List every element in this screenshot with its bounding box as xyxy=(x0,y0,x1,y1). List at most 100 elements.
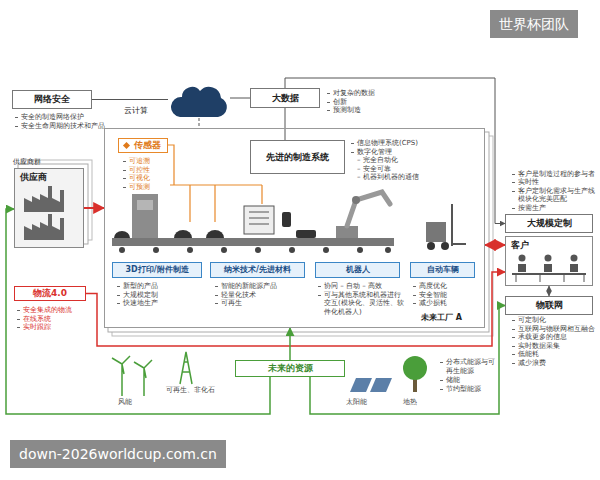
text-group: 信息物理系统(CPS)数字化管理– 完全自动化– 安全可靠– 机器到机器的通信 xyxy=(351,139,455,182)
bullet-text: 创新 xyxy=(327,98,399,107)
text-group: 未来工厂 A xyxy=(421,313,462,323)
factory-stack xyxy=(104,128,493,336)
bullet-text: 快速地生产 xyxy=(117,299,203,308)
bullet-text: 可再生 xyxy=(215,299,305,308)
forklift xyxy=(452,204,466,246)
bullet-text: 客户是制造过程的参与者 xyxy=(512,170,596,179)
forklift xyxy=(426,204,466,250)
node-heading: 物流4.0 xyxy=(33,288,67,299)
connector xyxy=(84,207,104,209)
technology-box: 3D打印/附件制造新型的产品大规模定制快速地生产 xyxy=(112,262,202,278)
text-group: 安全的制造网络保护安全生命周期的技术和产品 xyxy=(15,113,115,130)
customer-desks xyxy=(545,255,552,262)
factory-panel: 未来工厂 A传感器可追溯可控性可视化可预测先进的制造系统信息物理系统(CPS)数… xyxy=(104,128,485,328)
watermark: down-2026worldcup.com.cn xyxy=(10,440,226,468)
node-heading: 物联网 xyxy=(536,300,563,311)
machine xyxy=(137,200,153,210)
factory-stack xyxy=(104,128,485,328)
resource-label: 地热 xyxy=(403,398,417,407)
bullet-text: 分布式能源与可再生能源 xyxy=(440,358,500,375)
text-group: 供应商群 xyxy=(13,158,41,167)
bullet-text: 实时跟踪 xyxy=(17,323,97,332)
bullet-text: 信息物理系统(CPS) xyxy=(351,139,455,148)
bullet-text: 按需生产 xyxy=(512,204,596,213)
conveyor xyxy=(323,247,329,253)
wind-turbine xyxy=(112,356,130,396)
conveyor xyxy=(255,247,261,253)
connector xyxy=(289,328,291,360)
conveyor xyxy=(221,247,227,253)
conveyor xyxy=(187,247,193,253)
conveyor xyxy=(119,247,391,253)
bullet-text: 可预测 xyxy=(123,183,167,192)
customer-desks xyxy=(519,255,526,262)
node-heading: 大规模定制 xyxy=(527,218,572,229)
text-group: 云计算 xyxy=(124,106,148,116)
node-label: 未来工厂 A xyxy=(421,313,462,323)
bullet-text: 节约型能源 xyxy=(440,385,500,394)
text-group: 新型的产品大规模定制快速地生产 xyxy=(117,282,203,308)
bullet-text: 智能的新能源产品 xyxy=(215,282,305,291)
cloud-outline xyxy=(168,86,230,118)
text-group: 高度优化安全智能减少损耗 xyxy=(413,282,475,308)
connector xyxy=(92,99,168,100)
conveyor xyxy=(153,247,159,253)
cloud-shape: 云计算 xyxy=(168,86,230,118)
process-box: 大数据对复杂的数据创新预测制造 xyxy=(250,88,320,108)
text-group: 协同 – 自动 – 高效可与其他系统和机器进行交互(模块化、灵活性、软件化机器人… xyxy=(318,282,406,316)
conveyor xyxy=(289,247,295,253)
node-heading: 未来的资源 xyxy=(268,363,313,374)
solar-panel xyxy=(350,378,392,392)
bullet-text: 减少损耗 xyxy=(413,299,475,308)
sensor-box: 传感器可追溯可控性可视化可预测 xyxy=(118,138,168,153)
bullet-text: 高度优化 xyxy=(413,282,475,291)
supplier-stack xyxy=(14,168,84,248)
solar-panel xyxy=(350,378,372,392)
process-box: 物联网可定制化互联网与物联网相互融合承载更多的信息实时数据采集低能耗减少浪费 xyxy=(505,296,593,315)
resource-label: 风能 xyxy=(118,398,132,407)
bullet-text: 轻量化技术 xyxy=(215,291,305,300)
bullet-text: 客户定制化需求与生产线模块化完美匹配 xyxy=(512,187,596,204)
technology-box: 机器人协同 – 自动 – 高效可与其他系统和机器进行交互(模块化、灵活性、软件化… xyxy=(315,262,400,278)
sensor-wire xyxy=(168,145,262,222)
technology-box: 纳米技术/先进材料智能的新能源产品轻量化技术可再生 xyxy=(210,262,305,278)
node-heading: 自动车辆 xyxy=(427,265,459,275)
solar-panel xyxy=(370,378,392,392)
connector xyxy=(485,244,505,246)
printer-3d xyxy=(244,206,274,234)
process-box: 大规模定制客户是制造过程的参与者实时性客户定制化需求与生产线模块化完美匹配按需生… xyxy=(505,214,593,233)
machine xyxy=(132,194,158,238)
text-group: 可定制化互联网与物联网相互融合承载更多的信息实时数据采集低能耗减少浪费 xyxy=(512,316,596,367)
supplier-stack xyxy=(14,160,92,248)
bullet-text: 互联网与物联网相互融合 xyxy=(512,325,596,334)
robot-arm xyxy=(352,196,360,204)
bullet-text: 安全的制造网络保护 xyxy=(15,113,115,122)
node-label: 供应商群 xyxy=(13,158,41,167)
conveyor xyxy=(112,238,394,253)
node-heading: 3D打印/附件制造 xyxy=(125,265,188,275)
bullet-text: 可控性 xyxy=(123,166,167,175)
conveyor xyxy=(385,247,391,253)
power-tower xyxy=(180,352,192,384)
bullet-text: 安全生命周期的技术和产品 xyxy=(15,122,115,131)
product-dome xyxy=(206,230,224,238)
text-group: 可追溯可控性可视化可预测 xyxy=(123,157,167,191)
forklift xyxy=(427,242,435,250)
node-label: 云计算 xyxy=(124,106,148,116)
product-dome xyxy=(114,230,316,238)
bullet-text: 协同 – 自动 – 高效 xyxy=(318,282,406,291)
logistics-box: 物流4.0安全集成的物流在线系统实时跟踪 xyxy=(14,286,86,301)
watermark: 世界杯团队 xyxy=(490,10,578,38)
bullet-text: – 安全可靠 xyxy=(351,165,455,174)
forklift xyxy=(426,222,446,242)
connector xyxy=(199,118,200,128)
cloud-shape xyxy=(171,87,227,117)
bullet-text: 可与其他系统和机器进行交互(模块化、灵活性、软件化机器人) xyxy=(318,291,406,317)
node-heading: 网络安全 xyxy=(34,94,70,105)
customer-desks xyxy=(512,273,586,275)
bullet-text: 实时性 xyxy=(512,178,596,187)
bullet-text: 低能耗 xyxy=(512,350,596,359)
